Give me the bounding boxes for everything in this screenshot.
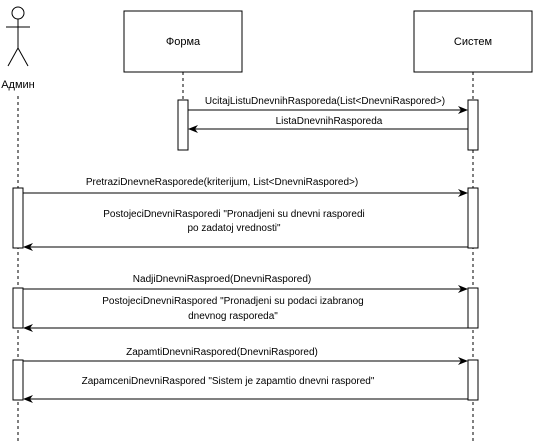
activation-admin-3 xyxy=(12,359,24,401)
message-6-label-line1: PostojeciDnevniRaspored "Pronadjeni su p… xyxy=(102,296,364,307)
activation-forma xyxy=(177,99,189,151)
message-5-label: NadjiDnevniRasproed(DnevniRaspored) xyxy=(133,274,311,285)
participant-forma-label: Форма xyxy=(166,36,201,48)
message-7-label: ZapamtiDnevniRaspored(DnevniRaspored) xyxy=(126,347,318,358)
message-1-label: UcitajListuDnevnihRasporeda(List<DnevniR… xyxy=(205,96,445,107)
participant-sistem-box xyxy=(413,10,533,73)
actor-label: Админ xyxy=(1,79,35,91)
activation-sistem-2 xyxy=(467,187,479,249)
activation-admin-2 xyxy=(12,287,24,329)
message-6-label-line2: dnevnog rasporeda" xyxy=(188,311,278,322)
stick-figure-icon xyxy=(6,6,30,67)
activation-sistem-3 xyxy=(467,287,479,329)
message-4-label-line1: PostojeciDnevniRasporedi "Pronadjeni su … xyxy=(103,209,364,220)
message-4-label-line2: po zadatoj vrednosti" xyxy=(187,223,281,234)
message-2-label: ListaDnevnihRasporeda xyxy=(276,116,383,127)
participant-sistem-label: Систем xyxy=(454,36,492,48)
message-8-label: ZapamceniDnevniRaspored "Sistem je zapam… xyxy=(82,376,375,387)
activation-sistem-4 xyxy=(467,359,479,401)
message-3-label: PretraziDnevneRasporede(kriterijum, List… xyxy=(86,177,358,188)
participant-forma-box xyxy=(123,10,243,73)
activation-sistem-1 xyxy=(467,99,479,151)
activation-admin-1 xyxy=(12,187,24,249)
